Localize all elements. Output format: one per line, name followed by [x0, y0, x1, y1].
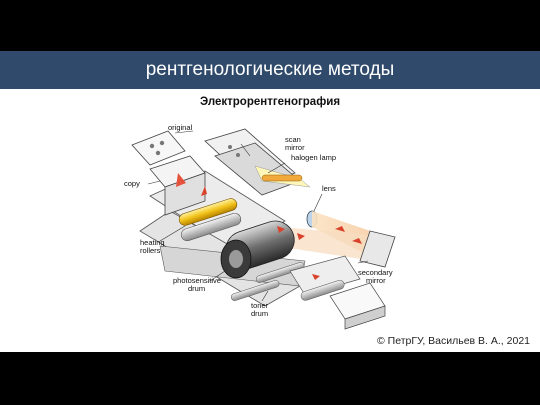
toner-assembly: [289, 255, 386, 330]
slide-title: рентгенологические методы: [145, 59, 395, 80]
leader-lines: [147, 130, 369, 302]
label-lens: lens: [322, 184, 336, 193]
photosensitive-drum: [220, 220, 295, 279]
label-halogen-lamp: halogen lamp: [291, 153, 336, 162]
flow-arrows: [201, 186, 362, 280]
original-tray: [131, 130, 186, 166]
halogen-lamp: [261, 174, 303, 182]
label-copy: copy: [124, 179, 140, 188]
support-rollers: [230, 262, 305, 301]
heating-rollers: [178, 198, 242, 242]
copy-tray: [149, 155, 206, 216]
top-band: [0, 0, 540, 51]
bottom-band: [0, 352, 540, 405]
copyright-footer: © ПетрГУ, Васильев В. А., 2021: [377, 335, 530, 347]
slide-subtitle: Электрорентгенография: [199, 96, 341, 108]
secondary-mirror: [359, 230, 396, 268]
title-bar: рентгенологические методы: [0, 51, 540, 89]
content-area: Электрорентгенография: [0, 89, 540, 352]
label-original: original: [168, 123, 193, 132]
